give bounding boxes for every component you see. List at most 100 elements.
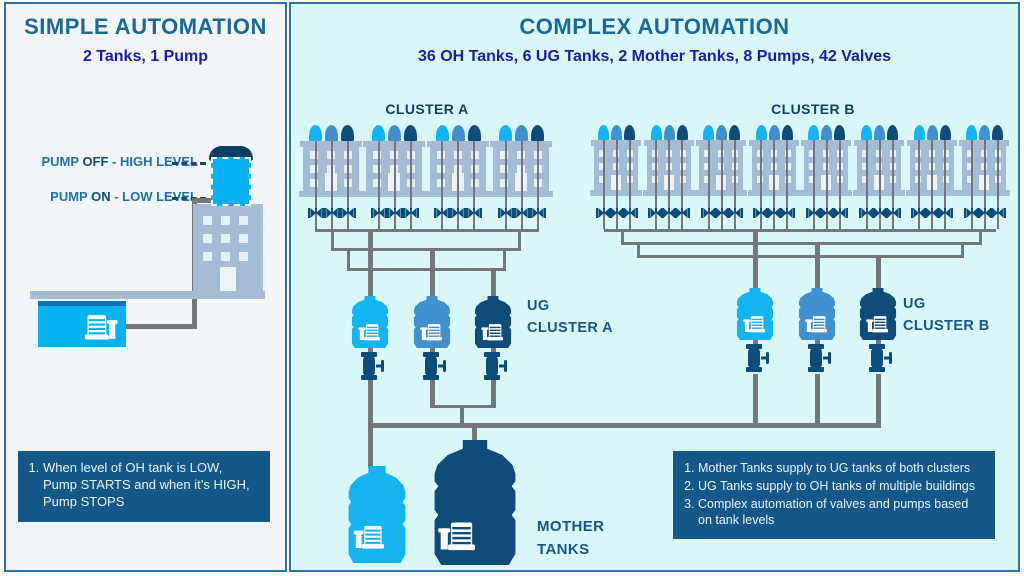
tank-downpipe: [377, 139, 380, 229]
window: [862, 163, 868, 170]
oh-tank: [676, 125, 688, 140]
cluster-a-label: CLUSTER A: [385, 101, 469, 117]
building: [590, 125, 642, 229]
ug-cluster-a-line2: CLUSTER A: [527, 319, 614, 336]
window: [704, 150, 711, 157]
note-item: Mother Tanks supply to UG tanks of both …: [698, 460, 983, 476]
oh-tank: [755, 125, 767, 140]
pump-icon: [357, 322, 383, 342]
building: [747, 125, 800, 229]
tank-downpipe: [812, 138, 815, 229]
pipe: [491, 346, 496, 356]
mother-tanks-label: MOTHER TANKS: [537, 516, 604, 561]
simple-panel-subtitle: 2 Tanks, 1 Pump: [82, 48, 209, 65]
pipe: [315, 229, 539, 232]
window: [500, 151, 509, 159]
valve-icon: [450, 207, 467, 219]
window: [373, 151, 382, 159]
ug-cluster-b-label: UG CLUSTER B: [903, 294, 990, 338]
window: [651, 150, 658, 157]
pipe: [518, 231, 521, 250]
simple-panel-title: SIMPLE AUTOMATION: [24, 14, 267, 39]
pipe: [331, 231, 334, 250]
ug-cluster-b-line1: UG: [903, 296, 926, 312]
valve-icon: [323, 207, 340, 219]
pump-icon: [436, 519, 480, 553]
oh-tank: [768, 125, 780, 140]
mother-tank: [348, 466, 406, 563]
pipe: [347, 250, 350, 270]
window: [809, 163, 816, 170]
tank-downpipe: [681, 138, 684, 229]
oh-tank: [515, 125, 529, 141]
complex-automation-panel: COMPLEX AUTOMATION 36 OH Tanks, 6 UG Tan…: [289, 2, 1020, 572]
oh-tank: [435, 125, 449, 141]
tank-downpipe: [457, 139, 460, 229]
pipe: [472, 426, 477, 442]
oh-tank: [979, 125, 991, 140]
window: [756, 163, 763, 170]
pipe: [347, 268, 506, 271]
oh-tank: [467, 125, 481, 141]
ug-tank: [351, 296, 389, 348]
tank-downpipe: [720, 138, 723, 229]
valve-icon: [359, 352, 385, 380]
window: [221, 216, 230, 225]
tank-downpipe: [473, 139, 476, 229]
ground-slab: [30, 291, 265, 299]
pipe: [815, 244, 820, 290]
oh-tank: [887, 125, 898, 140]
window: [239, 216, 248, 225]
oh-tank: [913, 125, 925, 140]
pipe: [503, 250, 506, 270]
tank-downpipe: [655, 138, 658, 229]
pipe: [637, 244, 640, 257]
ug-cluster-b-line2: CLUSTER B: [903, 317, 990, 334]
pipe: [876, 257, 881, 290]
valve-icon: [831, 207, 848, 219]
window: [914, 150, 921, 157]
tank-downpipe: [760, 138, 763, 229]
pump-icon: [352, 523, 388, 551]
oh-tank: [499, 125, 513, 141]
valve-icon: [867, 344, 893, 372]
pump-off-high-level-label: PUMP OFF - HIGH LEVEL: [41, 154, 199, 169]
tank-downpipe: [602, 138, 605, 229]
oh-tank: [926, 125, 938, 140]
tank-downpipe: [786, 138, 789, 229]
pump-icon: [480, 322, 506, 342]
oh-tank: [821, 125, 833, 140]
ug-tank: [38, 301, 126, 347]
oh-tank: [624, 125, 635, 140]
tank-downpipe: [931, 138, 934, 229]
pipe: [430, 250, 435, 298]
tank-downpipe: [944, 138, 947, 229]
simple-note-box: When level of OH tank is LOW, Pump START…: [18, 451, 270, 522]
simple-automation-panel: SIMPLE AUTOMATION 2 Tanks, 1 Pump PUMP O…: [4, 2, 287, 572]
complex-panel-subtitle: 36 OH Tanks, 6 UG Tanks, 2 Mother Tanks,…: [417, 48, 892, 65]
building: [425, 125, 490, 229]
building: [853, 125, 905, 229]
tank-downpipe: [409, 139, 412, 229]
oh-tank: [341, 125, 354, 141]
mother-tanks-line1: MOTHER: [537, 518, 605, 535]
oh-tank: [808, 125, 820, 140]
valve-icon: [513, 207, 530, 219]
oh-tank: [874, 125, 885, 140]
window: [809, 176, 816, 183]
note-item: Complex automation of valves and pumps b…: [698, 496, 983, 528]
pump-icon: [80, 312, 120, 342]
pipe: [430, 346, 435, 356]
window: [756, 150, 763, 157]
valve-icon: [497, 207, 514, 219]
window: [651, 163, 658, 170]
oh-tank: [598, 125, 609, 140]
pipe: [621, 231, 624, 244]
window: [373, 179, 382, 187]
building: [299, 125, 363, 229]
mother-tank: [434, 440, 516, 565]
window: [239, 234, 248, 243]
window: [914, 176, 921, 183]
oh-tank: [531, 125, 545, 141]
window: [500, 179, 509, 187]
